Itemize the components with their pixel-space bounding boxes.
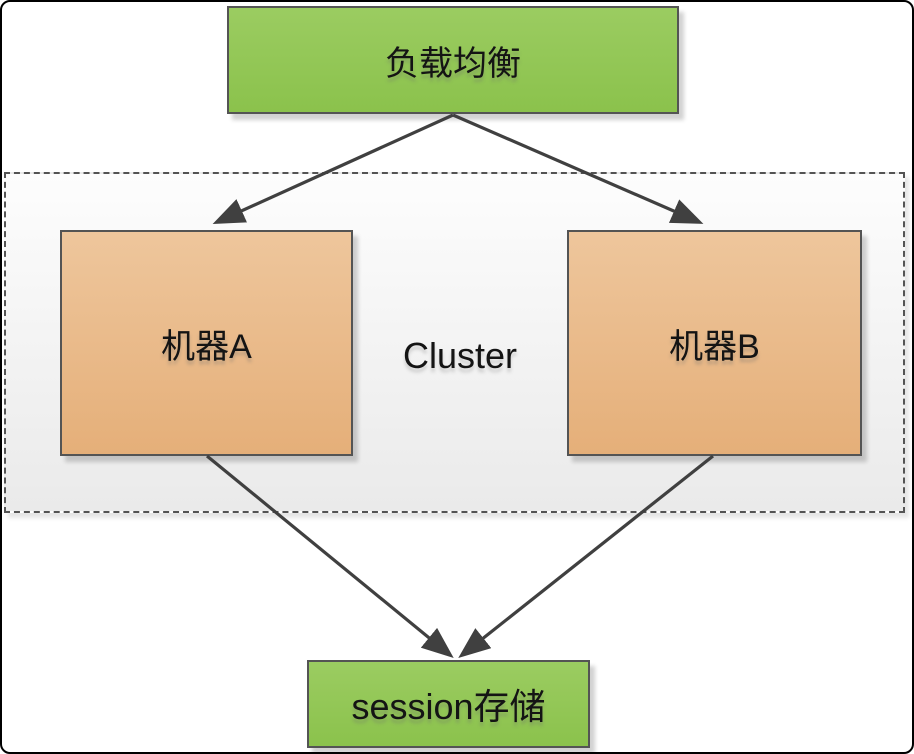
node-load-balancer: 负载均衡	[227, 6, 679, 114]
node-machine-a: 机器A	[60, 230, 353, 456]
node-machine-b: 机器B	[567, 230, 862, 456]
node-session-store: session存储	[307, 660, 590, 748]
cluster-label: Cluster	[402, 335, 518, 376]
